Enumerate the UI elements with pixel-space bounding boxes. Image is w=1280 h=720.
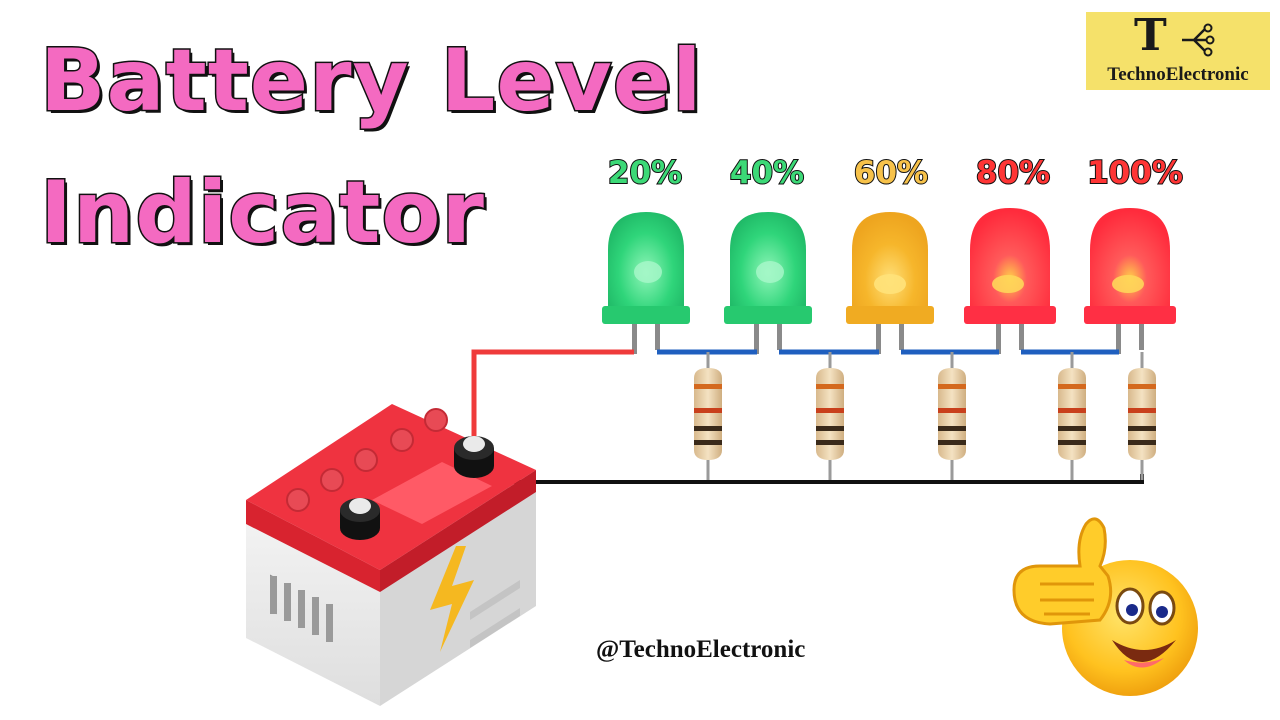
resistor-4 bbox=[1058, 352, 1086, 480]
led-label-20: 20% bbox=[607, 155, 683, 191]
thumbs-up-emoji-icon bbox=[1012, 517, 1198, 696]
credit-handle: @TechnoElectronic bbox=[596, 636, 806, 663]
title-line-1: Battery Level bbox=[39, 31, 704, 131]
led-100 bbox=[1084, 208, 1176, 354]
resistor-2 bbox=[816, 352, 844, 480]
resistor-5 bbox=[1128, 352, 1156, 480]
circuit-node-icon bbox=[1182, 23, 1215, 57]
resistor-3 bbox=[938, 352, 966, 480]
lightning-bolt-icon bbox=[430, 546, 474, 652]
led-20 bbox=[602, 212, 690, 354]
logo-text: TechnoElectronic bbox=[1107, 64, 1249, 85]
negative-terminal bbox=[340, 498, 380, 540]
led-label-60: 60% bbox=[853, 155, 929, 191]
led-label-100: 100% bbox=[1086, 155, 1184, 191]
positive-wire bbox=[471, 349, 634, 448]
brand-logo: T TechnoElectronic bbox=[1086, 12, 1270, 90]
led-80 bbox=[964, 208, 1056, 354]
led-60 bbox=[846, 212, 934, 354]
led-40 bbox=[724, 212, 812, 354]
title-line-2: Indicator bbox=[39, 163, 486, 263]
led-label-40: 40% bbox=[729, 155, 805, 191]
resistor-1 bbox=[694, 352, 722, 480]
battery-icon bbox=[246, 404, 536, 706]
led-label-80: 80% bbox=[975, 155, 1051, 191]
logo-letter: T bbox=[1134, 10, 1167, 61]
positive-terminal bbox=[454, 436, 494, 478]
